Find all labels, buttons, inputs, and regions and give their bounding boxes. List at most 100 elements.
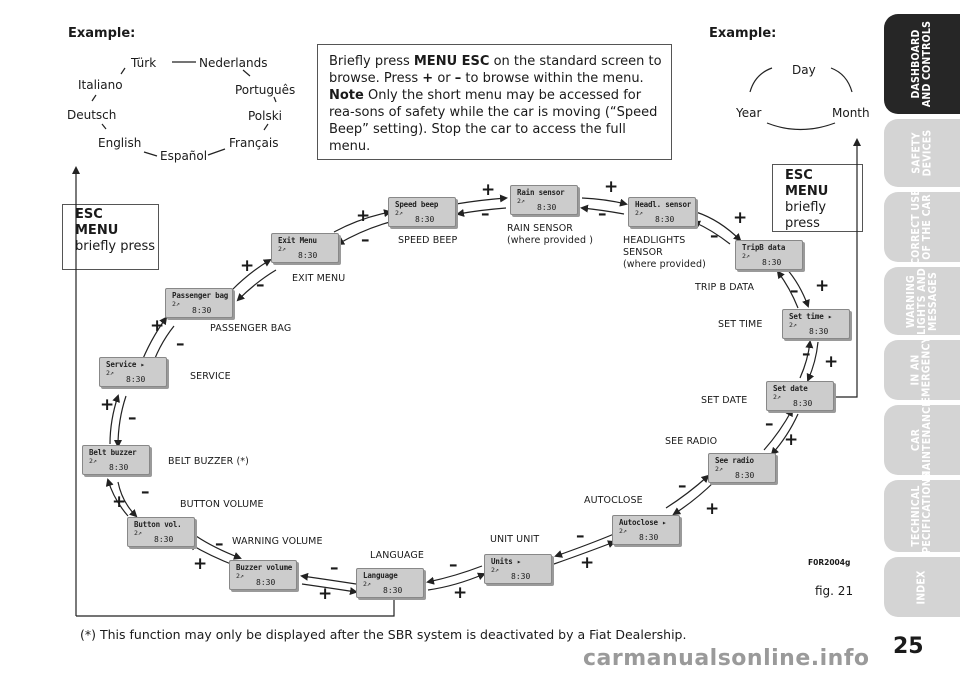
esc-label: ESC — [75, 207, 103, 222]
screen-title: Headl. sensor — [635, 200, 692, 209]
tab-warning-lights[interactable]: WARNING LIGHTS AND MESSAGES — [884, 267, 960, 335]
minus-sign: – — [576, 526, 585, 546]
gear-indicator: 2↗ — [742, 252, 750, 260]
minus-sign: – — [361, 230, 370, 250]
figure-code: F0R2004g — [808, 558, 851, 567]
label-speed-beep: SPEED BEEP — [398, 235, 458, 246]
plus-sign: + — [453, 583, 468, 603]
clock-display: 8:30 — [809, 327, 829, 336]
tab-in-an-emergency[interactable]: IN AN EMERGENCY — [884, 336, 960, 404]
gear-indicator: 2↗ — [106, 369, 114, 377]
screen-set-time: Set time ▸2↗ 8:30 — [782, 309, 850, 339]
date-day: Day — [792, 63, 816, 77]
clock-display: 8:30 — [793, 399, 813, 408]
clock-display: 8:30 — [762, 258, 782, 267]
gear-indicator: 2↗ — [491, 566, 499, 574]
minus-sign: – — [256, 275, 265, 295]
plus-sign: + — [481, 180, 496, 200]
plus-sign: + — [580, 553, 595, 573]
example-left-heading: Example: — [68, 26, 136, 41]
watermark: carmanualsonline.info — [583, 646, 870, 671]
screen-title: See radio — [715, 456, 754, 465]
lang-nederlands: Nederlands — [199, 56, 268, 70]
label-button-volume: BUTTON VOLUME — [180, 499, 264, 510]
screen-title: Buzzer volume — [236, 563, 293, 572]
gear-indicator: 2↗ — [172, 300, 180, 308]
briefly-press-label: briefly press — [75, 239, 156, 254]
minus-sign: – — [598, 204, 607, 224]
clock-display: 8:30 — [126, 375, 146, 384]
clock-display: 8:30 — [154, 535, 174, 544]
clock-display: 8:30 — [639, 533, 659, 542]
plus-sign: + — [193, 554, 208, 574]
label-headlights-sensor: SENSOR — [623, 247, 663, 258]
plus-sign: + — [733, 208, 748, 228]
plus-sign: + — [100, 395, 115, 415]
screen-title: Rain sensor — [517, 188, 565, 197]
screen-title: Autoclose ▸ — [619, 518, 667, 527]
screen-title: TripB data — [742, 243, 786, 252]
label-language: LANGUAGE — [370, 550, 424, 561]
clock-display: 8:30 — [109, 463, 129, 472]
label-rain-provided: (where provided ) — [507, 235, 594, 246]
briefly-press-label: briefly press — [785, 200, 827, 231]
screen-title: Belt buzzer — [89, 448, 137, 457]
plus-sign: + — [150, 316, 165, 336]
lang-francais: Français — [229, 136, 279, 150]
clock-display: 8:30 — [383, 586, 403, 595]
clock-display: 8:30 — [655, 215, 675, 224]
tab-car-maintenance[interactable]: CAR MAINTENANCE — [884, 400, 960, 480]
tab-correct-use[interactable]: CORRECT USE OF THE CAR — [884, 189, 960, 265]
figure-caption: fig. 21 — [815, 584, 854, 598]
footnote: (*) This function may only be displayed … — [80, 627, 687, 642]
label-set-time: SET TIME — [718, 319, 763, 330]
clock-display: 8:30 — [735, 471, 755, 480]
date-month: Month — [832, 106, 870, 120]
menu-label: MENU — [75, 223, 119, 238]
label-headlights-provided: (where provided) — [623, 259, 706, 270]
tab-safety-devices[interactable]: SAFETY DEVICES — [884, 119, 960, 187]
gear-indicator: 2↗ — [236, 572, 244, 580]
clock-display: 8:30 — [256, 578, 276, 587]
minus-sign: – — [215, 534, 224, 554]
screen-title: Language — [363, 571, 398, 580]
gear-indicator: 2↗ — [715, 465, 723, 473]
label-headlights: HEADLIGHTS — [623, 235, 686, 246]
label-belt-buzzer: BELT BUZZER (*) — [168, 456, 249, 467]
lang-english: English — [98, 136, 142, 150]
minus-sign: – — [481, 204, 490, 224]
gear-indicator: 2↗ — [134, 529, 142, 537]
gear-indicator: 2↗ — [789, 321, 797, 329]
minus-sign: – — [330, 558, 339, 578]
screen-title: Set time ▸ — [789, 312, 833, 321]
lang-deutsch: Deutsch — [67, 108, 117, 122]
minus-sign: – — [765, 414, 774, 434]
gear-indicator: 2↗ — [278, 245, 286, 253]
tab-technical-specifications[interactable]: TECHNICAL SPECIFICATIONS — [884, 471, 960, 561]
label-autoclose: AUTOCLOSE — [584, 495, 643, 506]
plus-sign: + — [815, 276, 830, 296]
screen-title: Exit Menu — [278, 236, 317, 245]
plus-sign: + — [112, 492, 127, 512]
screen-title: Set date — [773, 384, 808, 393]
tab-index[interactable]: INDEX — [884, 557, 960, 617]
screen-title: Units ▸ — [491, 557, 522, 566]
tab-dashboard-and-controls[interactable]: DASHBOARD AND CONTROLS — [884, 14, 960, 114]
gear-indicator: 2↗ — [635, 209, 643, 217]
label-exit-menu: EXIT MENU — [292, 273, 346, 284]
plus-sign: + — [240, 256, 255, 276]
label-unit: UNIT UNIT — [490, 534, 540, 545]
minus-sign: – — [449, 555, 458, 575]
lang-italiano: Italiano — [78, 78, 123, 92]
minus-sign: – — [128, 408, 137, 428]
plus-sign: + — [604, 177, 619, 197]
lang-polski: Polski — [248, 109, 283, 123]
